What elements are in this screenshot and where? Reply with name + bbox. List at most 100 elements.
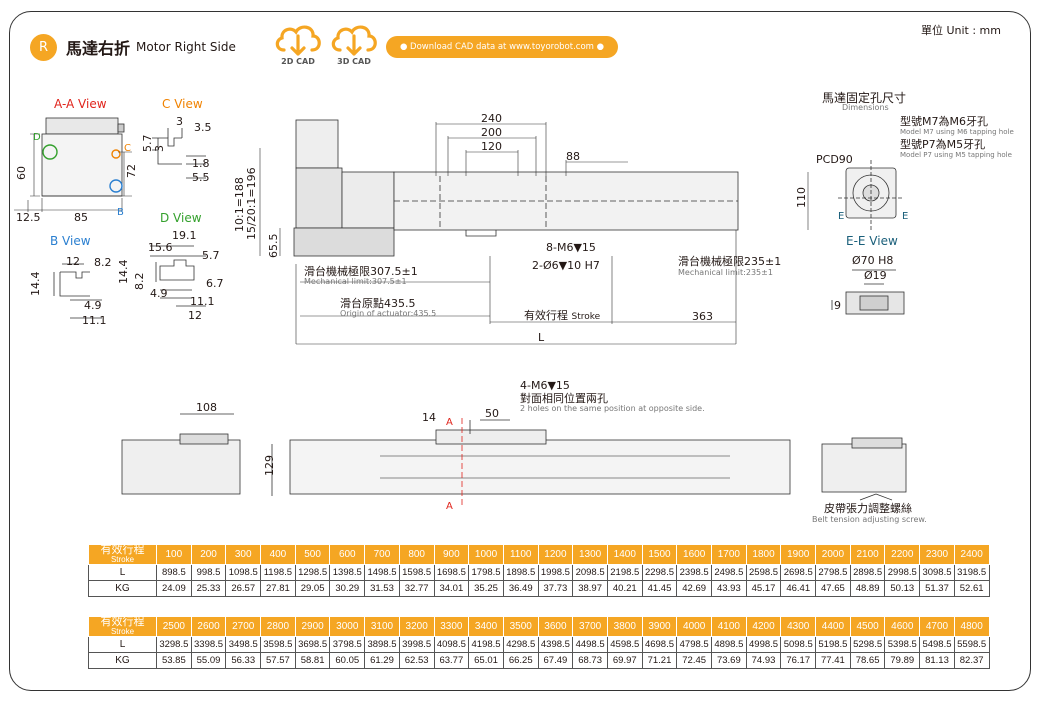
table-cell: 76.17 <box>780 652 817 669</box>
table-cell: 72.45 <box>676 652 712 669</box>
dim-label: 5.7 <box>141 134 154 153</box>
dim-label: 8-M6▼15 <box>546 241 596 254</box>
table-cell: 29.05 <box>294 580 331 597</box>
cad-3d-button[interactable]: 3D CAD <box>328 20 380 70</box>
dim-label: 3 <box>153 145 166 152</box>
dim-label: 240 <box>481 112 502 125</box>
stroke-value-cell: 1800 <box>745 544 782 565</box>
table-cell: 48.89 <box>849 580 886 597</box>
row-label-cell: KG <box>88 580 157 597</box>
table-cell: 32.77 <box>398 580 435 597</box>
table-cell: 26.57 <box>225 580 262 597</box>
table-cell: 4798.5 <box>676 636 712 653</box>
holes-note-en: 2 holes on the same position at opposite… <box>520 404 705 413</box>
aa-view-section <box>14 117 132 212</box>
dim-label: 88 <box>566 150 580 163</box>
stroke-value-cell: 3100 <box>364 616 400 637</box>
table-cell: 42.69 <box>676 580 712 597</box>
stroke-value-cell: 1000 <box>468 544 504 565</box>
table-cell: 5498.5 <box>919 636 955 653</box>
table-cell: 1298.5 <box>294 564 331 581</box>
download-cad-link[interactable]: ● Download CAD data at www.toyorobot.com… <box>386 36 618 58</box>
stroke-value-cell: 1900 <box>780 544 817 565</box>
table-cell: 4298.5 <box>502 636 539 653</box>
table-cell: 65.01 <box>468 652 504 669</box>
stroke-value-cell: 2400 <box>953 544 990 565</box>
table-cell: 2698.5 <box>780 564 817 581</box>
stroke-value-cell: 700 <box>364 544 400 565</box>
table-cell: 5298.5 <box>849 636 886 653</box>
dim-label: 8.2 <box>94 256 112 269</box>
stroke-value-cell: 400 <box>260 544 296 565</box>
page-header: R 馬達右折 Motor Right Side <box>30 32 236 62</box>
cad-2d-label: 2D CAD <box>281 57 315 66</box>
stroke-value-cell: 1600 <box>676 544 712 565</box>
dim-label: E <box>838 211 845 222</box>
stroke-value-cell: 4600 <box>884 616 921 637</box>
stroke-value-cell: 2500 <box>156 616 192 637</box>
table-cell: 58.81 <box>294 652 331 669</box>
table-cell: 79.89 <box>884 652 921 669</box>
stroke-value-cell: 4000 <box>676 616 712 637</box>
table-cell: 4098.5 <box>433 636 470 653</box>
table-cell: 50.13 <box>884 580 921 597</box>
motor-dims-zh: 馬達固定孔尺寸 <box>822 91 907 105</box>
table-cell: 2498.5 <box>711 564 747 581</box>
dim-label: D <box>33 132 41 143</box>
page-title-zh: 馬達右折 <box>66 39 131 58</box>
dim-label: 4.9 <box>150 287 168 300</box>
table-cell: 2898.5 <box>849 564 886 581</box>
motor-dims-en: Dimensions <box>842 103 889 112</box>
dim-label: 19.1 <box>172 229 197 242</box>
table-cell: 38.97 <box>572 580 608 597</box>
dim-label: 12 <box>188 309 202 322</box>
belt-note-en: Belt tension adjusting screw. <box>812 515 927 524</box>
table-cell: 5598.5 <box>953 636 990 653</box>
d-view-title: D View <box>160 211 202 225</box>
stroke-value-cell: 3300 <box>433 616 470 637</box>
stroke-label: 有效行程 Stroke <box>524 309 601 322</box>
dim-label: 12.5 <box>16 211 41 224</box>
holes-note-zh: 對面相同位置兩孔 <box>520 392 608 405</box>
table-cell: 1598.5 <box>398 564 435 581</box>
cad-2d-button[interactable]: 2D CAD <box>272 20 324 70</box>
dim-label: B <box>117 207 124 218</box>
stroke-value-cell: 2000 <box>815 544 851 565</box>
table-cell: 998.5 <box>190 564 227 581</box>
table-cell: 74.93 <box>745 652 782 669</box>
table-cell: 56.33 <box>225 652 262 669</box>
table-cell: 3498.5 <box>225 636 262 653</box>
stroke-value-cell: 2900 <box>294 616 331 637</box>
bottom-end-view <box>821 437 907 501</box>
table-cell: 1098.5 <box>225 564 262 581</box>
dim-label: Ø19 <box>864 269 887 282</box>
stroke-value-cell: 200 <box>190 544 227 565</box>
table-cell: 898.5 <box>156 564 192 581</box>
dim-label: 14.4 <box>29 271 42 297</box>
table-cell: 5398.5 <box>884 636 921 653</box>
table-cell: 3898.5 <box>364 636 400 653</box>
table-cell: 37.73 <box>537 580 574 597</box>
stroke-value-cell: 3200 <box>398 616 435 637</box>
dim-label: 1.8 <box>192 157 210 170</box>
row-label-cell: L <box>88 564 157 581</box>
table-cell: 34.01 <box>433 580 470 597</box>
table-cell: 4598.5 <box>606 636 643 653</box>
dim-label: 65.5 <box>267 233 280 259</box>
dim-label: 3.5 <box>194 121 212 134</box>
table-cell: 1698.5 <box>433 564 470 581</box>
table-cell: 73.69 <box>711 652 747 669</box>
table-cell: 3398.5 <box>190 636 227 653</box>
page-frame <box>9 11 1031 691</box>
dim-label: 110 <box>795 187 808 208</box>
limit-left-zh: 滑台機械極限307.5±1 <box>304 265 418 278</box>
dim-label: 5.7 <box>202 249 220 262</box>
dim-label: 50 <box>485 407 499 420</box>
belt-note-zh: 皮帶張力調整螺絲 <box>824 502 912 515</box>
table-cell: 53.85 <box>156 652 192 669</box>
stroke-value-cell: 3500 <box>502 616 539 637</box>
dim-label: 11.1 <box>82 314 107 327</box>
